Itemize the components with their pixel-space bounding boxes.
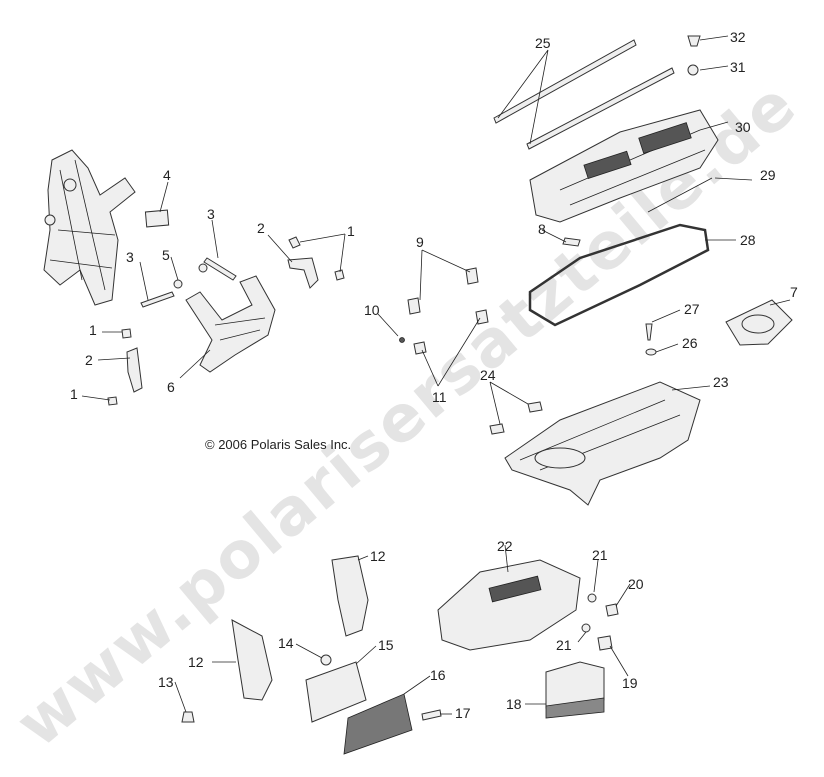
part-28-seal [528,223,710,327]
callout-28: 28 [740,232,756,248]
part-20-bolt [605,603,619,617]
part-31-nut [687,64,699,76]
callout-19: 19 [622,675,638,691]
callout-31: 31 [730,59,746,75]
part-24-pad-b [489,423,505,435]
leader-lines [81,35,791,715]
part-14-plug [320,654,332,666]
callout-32: 32 [730,29,746,45]
part-24-pad-a [527,401,543,413]
callout-12b: 12 [188,654,204,670]
callout-11: 11 [432,389,447,405]
part-1-screw-d [107,396,118,406]
part-30-storage-lid [529,109,719,223]
callout-22: 22 [497,538,513,554]
part-27-bolt [645,323,653,341]
callouts: 4 3 3 5 2 1 1 2 6 1 9 10 11 25 32 31 30 … [70,29,798,721]
part-1-screw-a [288,236,301,249]
callout-2a: 2 [257,220,265,236]
callout-4: 4 [163,167,171,183]
callout-26: 26 [682,335,698,351]
part-1-screw-c [121,328,132,339]
part-2-bracket-a [287,257,319,289]
callout-20: 20 [628,576,644,592]
frame-assembly [43,149,136,306]
part-32-screw [687,35,701,47]
part-16-mesh [343,693,413,755]
harness-parts [399,267,489,355]
callout-9: 9 [416,234,424,250]
part-13-push-rivet [181,711,195,723]
part-12-panel-b [231,619,273,701]
callout-6: 6 [167,379,175,395]
part-29-rod [647,177,713,213]
callout-3a: 3 [207,206,215,222]
callout-30: 30 [735,119,751,135]
callout-15: 15 [378,637,394,653]
callout-10: 10 [364,302,380,318]
callout-5: 5 [162,247,170,263]
copyright: © 2006 Polaris Sales Inc. [205,437,351,452]
part-3-bolt-b [140,291,175,308]
part-21-washer-b [581,623,591,633]
callout-27: 27 [684,301,700,317]
part-21-washer-a [587,593,597,603]
part-22-front-bumper [437,559,581,651]
part-26-washer [645,348,657,356]
part-8-clip [562,237,581,247]
part-23-storage-tray [504,381,701,506]
part-25-strip-b [526,67,675,150]
callout-1a: 1 [347,223,355,239]
part-12-panel-a [331,555,369,637]
callout-17: 17 [455,705,471,721]
callout-1b: 1 [89,322,97,338]
part-18-front-panel [545,661,605,719]
part-5-nut-b [173,279,183,289]
callout-25: 25 [535,35,551,51]
callout-29: 29 [760,167,776,183]
callout-16: 16 [430,667,446,683]
callout-3b: 3 [126,249,134,265]
callout-2b: 2 [85,352,93,368]
callout-7: 7 [790,284,798,300]
callout-8: 8 [538,221,546,237]
part-4-block [144,209,170,228]
callout-13: 13 [158,674,174,690]
part-6-front-bracket [185,275,276,373]
callout-12a: 12 [370,548,386,564]
part-2-bracket-b [126,347,143,393]
part-7-plate [725,299,793,346]
part-1-screw-b [334,269,345,281]
part-17-screw [421,709,442,721]
callout-23: 23 [713,374,729,390]
callout-24: 24 [480,367,496,383]
part-25-strip-a [493,39,637,124]
callout-1c: 1 [70,386,78,402]
part-3-bolt-a [203,257,237,281]
part-19-bolt [597,635,613,651]
callout-18: 18 [506,696,522,712]
part-15-grille-frame [305,661,367,723]
callout-21b: 21 [556,637,572,653]
part-5-nut-a [198,263,208,273]
callout-21a: 21 [592,547,608,563]
callout-14: 14 [278,635,294,651]
